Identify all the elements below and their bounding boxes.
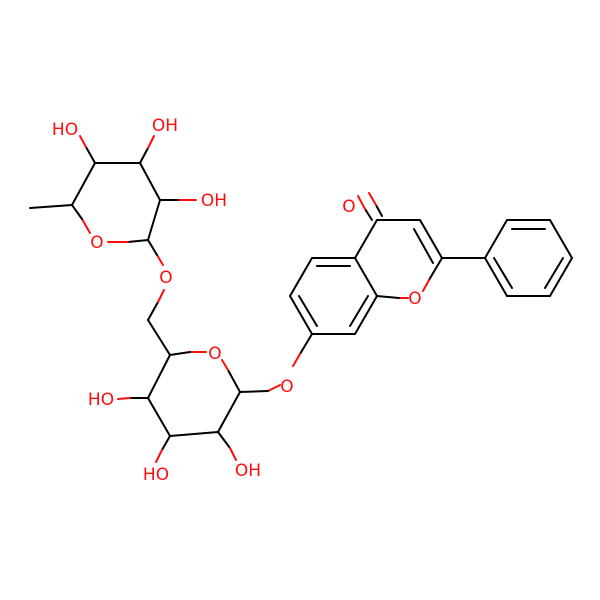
glucose-ring: [147, 351, 241, 437]
ketone-oxygen-label: O: [342, 197, 355, 217]
glucose-3-hydroxyl-label: HO: [143, 465, 169, 485]
rhamnose-ring: [71, 162, 161, 243]
glucose-4-hydroxyl-label: HO: [88, 390, 114, 410]
methylene-link: [147, 239, 171, 356]
bonds: [29, 135, 573, 463]
pyranone-ring: [354, 219, 486, 299]
rhamnose-2-hydroxyl-label: OH: [201, 191, 227, 211]
rhamnose-ring-oxygen-label: O: [90, 233, 103, 253]
aryl-glycoside-link: [239, 333, 313, 393]
aryl-glycosidic-oxygen-label: O: [280, 377, 293, 397]
rhamnose-4-hydroxyl-label: HO: [52, 120, 78, 140]
rhamnose-3-hydroxyl-label: OH: [152, 116, 178, 136]
phenyl-ring: [484, 219, 573, 297]
ketone-bond: [357, 192, 383, 221]
benzo-ring: [289, 257, 378, 335]
rhamnose-substituent-bonds: [29, 135, 197, 209]
chromone-ring-oxygen-label: O: [408, 289, 421, 309]
glucose-hydroxyl-bonds: [117, 397, 237, 463]
glucose-2-hydroxyl-label: OH: [235, 461, 261, 481]
atom-labels: O O O O O O HO OH OH HO HO OH: [52, 116, 422, 485]
link-glycosidic-oxygen-label: O: [159, 268, 172, 288]
glucose-ring-oxygen-label: O: [208, 344, 221, 364]
